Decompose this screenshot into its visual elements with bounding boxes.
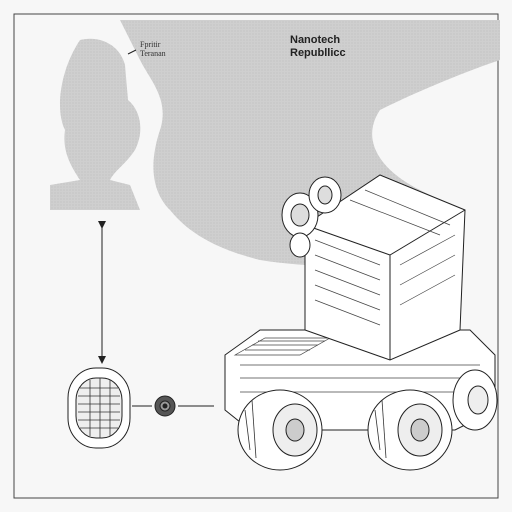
brand-label: Nanotech Republlicc bbox=[290, 34, 346, 60]
small-gear-part bbox=[154, 395, 176, 417]
figure-silhouette bbox=[50, 38, 141, 210]
small-caption-line2: Teranan bbox=[140, 49, 166, 58]
capsule-component bbox=[67, 367, 131, 449]
vehicle-machine bbox=[224, 174, 498, 471]
small-caption-line1: Fpritir bbox=[140, 40, 161, 49]
label-pointer bbox=[127, 49, 137, 55]
small-caption: Fpritir Teranan bbox=[140, 40, 166, 58]
vehicle-wheels bbox=[237, 369, 498, 471]
frame-border bbox=[13, 13, 499, 499]
brand-line1: Nanotech bbox=[290, 34, 341, 46]
brand-line2: Republlicc bbox=[290, 47, 346, 59]
